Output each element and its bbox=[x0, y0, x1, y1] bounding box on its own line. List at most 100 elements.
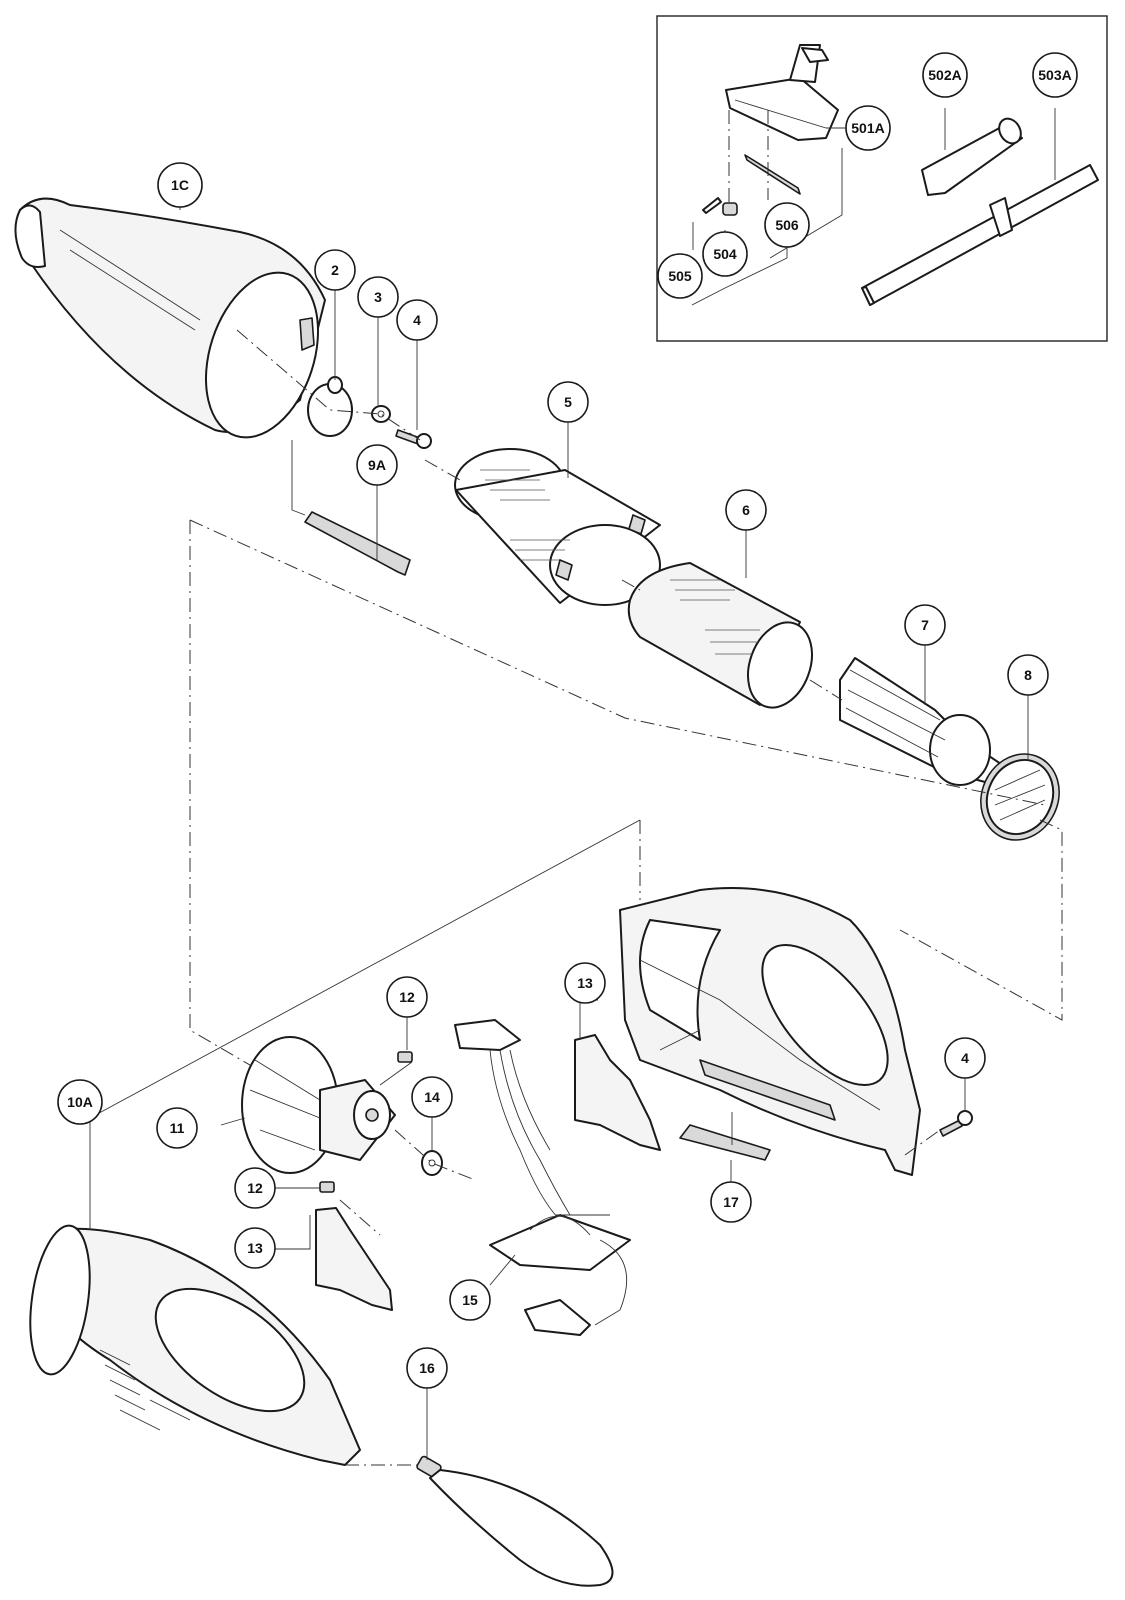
callout-circle bbox=[1007, 654, 1049, 696]
accessory-inset-box bbox=[656, 15, 1108, 342]
callout-label: 5 bbox=[564, 394, 572, 410]
callout-4b: 4 bbox=[944, 1037, 986, 1079]
callout-label: 9A bbox=[368, 457, 386, 473]
callout-4a: 4 bbox=[396, 299, 438, 341]
part-main-housing-rear bbox=[619, 887, 921, 1176]
callout-circle bbox=[234, 1227, 276, 1269]
callout-circle bbox=[845, 105, 891, 151]
callout-circle bbox=[356, 444, 398, 486]
part-504-roller bbox=[722, 202, 738, 216]
callout-8: 8 bbox=[1007, 654, 1049, 696]
part-15-circuit-board bbox=[489, 1214, 631, 1336]
callout-6: 6 bbox=[725, 489, 767, 531]
callout-circle bbox=[725, 489, 767, 531]
callout-label: 13 bbox=[247, 1240, 263, 1256]
part-switch-wiring bbox=[454, 1019, 571, 1221]
callout-circle bbox=[904, 604, 946, 646]
callout-circle bbox=[1032, 52, 1078, 98]
callout-label: 4 bbox=[961, 1050, 969, 1066]
callout-label: 504 bbox=[713, 246, 737, 262]
part-1C-dust-cup bbox=[14, 197, 326, 439]
part-3-washer bbox=[371, 405, 391, 423]
part-13-plate-upper bbox=[574, 1034, 661, 1151]
callout-circle bbox=[944, 1037, 986, 1079]
part-10A-front-housing bbox=[29, 1224, 361, 1466]
callout-label: 15 bbox=[462, 1292, 478, 1308]
callout-circle bbox=[57, 1079, 103, 1125]
callout-label: 16 bbox=[419, 1360, 435, 1376]
part-4-screw-lower bbox=[939, 1110, 973, 1137]
callout-circle bbox=[449, 1279, 491, 1321]
part-12-brush-upper bbox=[397, 1051, 413, 1063]
callout-502A: 502A bbox=[922, 52, 968, 98]
part-4-screw-upper bbox=[395, 429, 432, 449]
callout-circle bbox=[702, 231, 748, 277]
callout-506: 506 bbox=[764, 202, 810, 248]
callout-label: 502A bbox=[928, 67, 961, 83]
callout-16: 16 bbox=[406, 1347, 448, 1389]
callout-circle bbox=[314, 249, 356, 291]
part-14-bearing bbox=[421, 1150, 443, 1176]
callout-circle bbox=[564, 962, 606, 1004]
part-506-brush-strip bbox=[744, 154, 801, 195]
callout-label: 503A bbox=[1038, 67, 1071, 83]
part-2-o-ring bbox=[307, 376, 353, 437]
callout-label: 501A bbox=[851, 120, 884, 136]
part-6-cloth-filter bbox=[627, 562, 813, 709]
part-12-brush-lower bbox=[319, 1181, 335, 1193]
callout-504: 504 bbox=[702, 231, 748, 277]
callout-5: 5 bbox=[547, 381, 589, 423]
callout-circle bbox=[357, 276, 399, 318]
callout-3: 3 bbox=[357, 276, 399, 318]
callout-label: 14 bbox=[424, 1089, 440, 1105]
callout-15: 15 bbox=[449, 1279, 491, 1321]
callout-label: 506 bbox=[775, 217, 799, 233]
callout-circle bbox=[710, 1181, 752, 1223]
part-5-mesh-filter bbox=[454, 448, 661, 606]
part-9A-seal-strip bbox=[304, 511, 411, 576]
callout-label: 7 bbox=[921, 617, 929, 633]
callout-13a: 13 bbox=[564, 962, 606, 1004]
callout-circle bbox=[406, 1347, 448, 1389]
callout-9A: 9A bbox=[356, 444, 398, 486]
callout-label: 2 bbox=[331, 262, 339, 278]
part-502A-crevice-tool bbox=[921, 117, 1023, 196]
callout-label: 12 bbox=[247, 1180, 263, 1196]
callout-label: 10A bbox=[67, 1094, 93, 1110]
part-503A-extension-tube bbox=[861, 164, 1099, 306]
callout-label: 12 bbox=[399, 989, 415, 1005]
callout-circle bbox=[396, 299, 438, 341]
callout-circle bbox=[547, 381, 589, 423]
callout-13b: 13 bbox=[234, 1227, 276, 1269]
callout-505: 505 bbox=[657, 253, 703, 299]
callout-circle bbox=[234, 1167, 276, 1209]
callout-label: 6 bbox=[742, 502, 750, 518]
callout-501A: 501A bbox=[845, 105, 891, 151]
callout-circle bbox=[411, 1076, 453, 1118]
callout-circle bbox=[157, 162, 203, 208]
callout-7: 7 bbox=[904, 604, 946, 646]
part-501A-floor-nozzle bbox=[725, 44, 839, 141]
callout-label: 8 bbox=[1024, 667, 1032, 683]
callout-label: 11 bbox=[170, 1120, 185, 1136]
callout-label: 1C bbox=[171, 177, 189, 193]
callout-circle bbox=[386, 976, 428, 1018]
callout-label: 4 bbox=[413, 312, 421, 328]
callout-17: 17 bbox=[710, 1181, 752, 1223]
part-11-fan-motor bbox=[241, 1036, 396, 1174]
callout-label: 17 bbox=[723, 1194, 739, 1210]
callout-label: 505 bbox=[668, 268, 692, 284]
callout-label: 3 bbox=[374, 289, 382, 305]
part-13-plate-lower bbox=[315, 1207, 393, 1311]
callout-1C: 1C bbox=[157, 162, 203, 208]
part-8-end-cap bbox=[980, 753, 1060, 841]
callout-11: 11 bbox=[156, 1107, 198, 1149]
part-7-filter-cage bbox=[839, 657, 1011, 786]
callout-circle bbox=[657, 253, 703, 299]
part-17-pad bbox=[679, 1124, 771, 1161]
callout-2: 2 bbox=[314, 249, 356, 291]
callout-10A: 10A bbox=[57, 1079, 103, 1125]
callout-circle bbox=[922, 52, 968, 98]
part-505-pin bbox=[702, 197, 722, 214]
